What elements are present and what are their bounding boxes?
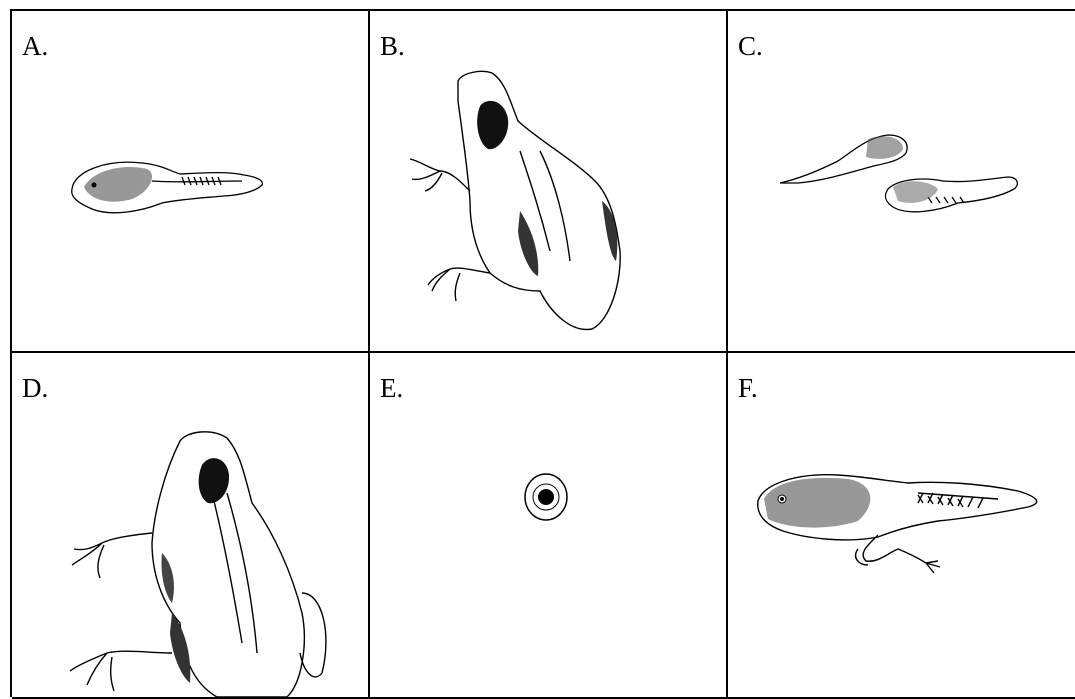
panel-a: A. (12, 11, 370, 353)
adult-frog-icon (12, 353, 368, 697)
frog-life-cycle-grid: A. B. C. (10, 9, 1075, 697)
hatchling-tadpoles-icon (728, 11, 1075, 351)
panel-d: D. (12, 353, 370, 699)
tadpole-with-legs-icon (728, 353, 1075, 697)
tadpole-early-icon (12, 11, 368, 351)
panel-f: F. (728, 353, 1075, 699)
panel-e: E. (370, 353, 728, 699)
panel-c: C. (728, 11, 1075, 353)
frog-egg-icon (370, 353, 726, 697)
young-frog-icon (370, 11, 726, 351)
panel-b: B. (370, 11, 728, 353)
